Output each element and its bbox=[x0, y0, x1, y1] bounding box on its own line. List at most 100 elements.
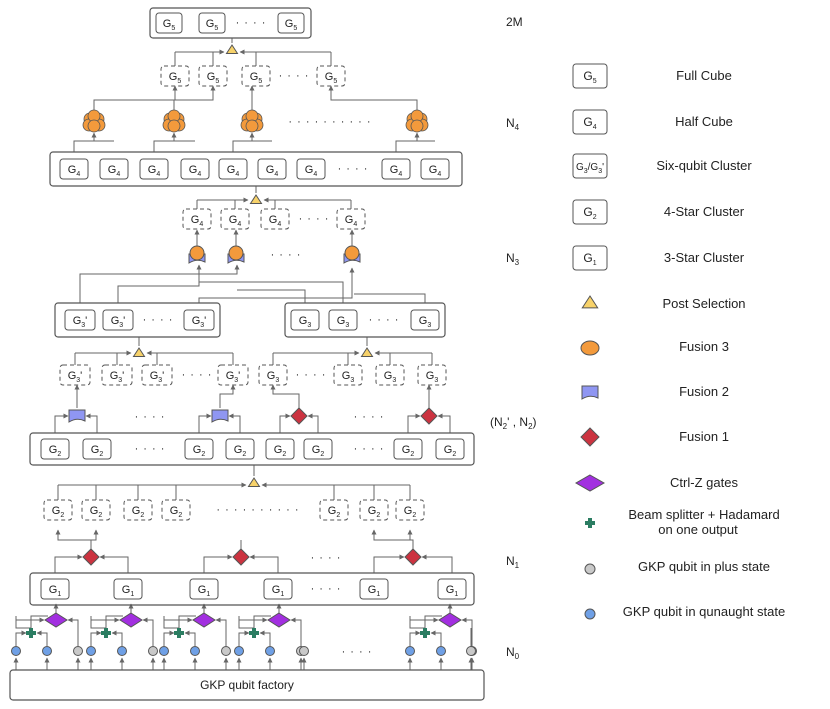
connector bbox=[153, 140, 195, 152]
legend-label-line2: on one output bbox=[658, 522, 738, 537]
gate-rect bbox=[572, 109, 608, 135]
gate-box: G3' bbox=[102, 309, 134, 331]
level-subscript: 0 bbox=[515, 652, 520, 661]
connector bbox=[111, 630, 123, 646]
gkp-factory-box bbox=[9, 669, 485, 701]
connector bbox=[328, 85, 418, 110]
connector bbox=[163, 616, 193, 623]
gate-letter: G bbox=[266, 164, 275, 176]
gate-label: G5 bbox=[583, 69, 596, 85]
ellipsis: · · · · bbox=[135, 411, 166, 423]
connector bbox=[30, 615, 48, 628]
ctrlz-gate-icon bbox=[574, 474, 606, 492]
connector bbox=[395, 140, 435, 152]
gate-subscript: 3 bbox=[81, 322, 85, 329]
connector bbox=[238, 616, 254, 629]
level-n0: N0 bbox=[506, 645, 520, 661]
ellipsis: · · · · bbox=[354, 443, 385, 455]
gate-subscript: 4 bbox=[437, 171, 441, 178]
legend-label: Post Selection bbox=[662, 296, 745, 311]
gate-rect bbox=[290, 309, 320, 331]
ctrlz-gate-icon bbox=[119, 612, 143, 628]
gate-dashed-rect bbox=[375, 364, 405, 386]
gate-letter: G bbox=[90, 505, 99, 517]
gate-box: G2 bbox=[82, 438, 112, 460]
legend-item-g3: G3/G3'Six-qubit Cluster bbox=[572, 153, 752, 179]
connector bbox=[424, 615, 442, 628]
gate-label: G2 bbox=[404, 505, 417, 519]
level-letter: N bbox=[506, 645, 515, 659]
g3-legend-box: G3/G3' bbox=[572, 153, 608, 179]
gate-box: G3 bbox=[410, 309, 440, 331]
post-selection-icon bbox=[225, 44, 239, 54]
gate-subscript: 4 bbox=[76, 171, 80, 178]
gate-label: G2 bbox=[170, 505, 183, 519]
gate-subscript: 2 bbox=[99, 451, 103, 458]
legend-label: Full Cube bbox=[676, 68, 732, 83]
ellipsis: · · · · bbox=[311, 583, 342, 595]
gate-subscript: 5 bbox=[258, 78, 262, 85]
gate-label: G5 bbox=[206, 18, 219, 32]
connector bbox=[90, 630, 102, 646]
gate-letter: G bbox=[192, 315, 201, 327]
gate-letter: G bbox=[68, 370, 77, 382]
level-n2-mid: ' , N bbox=[507, 415, 528, 429]
gate-dashed-rect bbox=[161, 499, 191, 521]
gate-label: G4 bbox=[68, 164, 81, 178]
gate-letter: G bbox=[426, 370, 435, 382]
gate-letter: G bbox=[402, 444, 411, 456]
beam-splitter-icon bbox=[26, 628, 36, 638]
gate-label: G2 bbox=[328, 505, 341, 519]
gate-subscript: 4 bbox=[277, 221, 281, 228]
gate-box: G2 bbox=[393, 438, 423, 460]
gate-label: G4 bbox=[189, 164, 202, 178]
gate-rect bbox=[184, 438, 214, 460]
gate-label: G3' bbox=[68, 370, 83, 384]
gate-letter: G bbox=[122, 584, 131, 596]
connector bbox=[270, 384, 300, 408]
gate-box: G4 bbox=[572, 109, 608, 135]
gkp-plus-qubit bbox=[299, 646, 309, 656]
gate-label: G4 bbox=[429, 164, 442, 178]
gate-subscript: 4 bbox=[199, 221, 203, 228]
gate-letter: G bbox=[234, 444, 243, 456]
connector bbox=[253, 615, 271, 628]
legend-label: Fusion 3 bbox=[679, 339, 729, 354]
gate-letter: G bbox=[345, 214, 354, 226]
gate-subscript: 1 bbox=[280, 591, 284, 598]
gate-letter: G bbox=[583, 251, 592, 265]
gkp-factory-label: GKP qubit factory bbox=[200, 678, 294, 692]
gate-rect bbox=[572, 63, 608, 89]
gate-box: G2 bbox=[303, 438, 333, 460]
gate-label: G2 bbox=[234, 444, 247, 458]
gate-box: G4 bbox=[59, 158, 89, 180]
ellipsis: · · · · bbox=[279, 70, 310, 82]
ellipsis: · · · · bbox=[338, 163, 369, 175]
beam-splitter-bar bbox=[588, 518, 592, 528]
gate-label: G4 bbox=[227, 164, 240, 178]
gate-letter: G bbox=[110, 370, 119, 382]
ctrlz-gate-icon bbox=[267, 612, 291, 628]
gate-subscript: 3 bbox=[76, 377, 80, 384]
gkp-qunaught-qubit bbox=[436, 646, 446, 656]
gate-subscript: 3 bbox=[427, 322, 431, 329]
beam-splitter-icon bbox=[101, 628, 111, 638]
connector bbox=[178, 615, 196, 628]
gate-rect bbox=[359, 578, 389, 600]
connector bbox=[237, 289, 306, 303]
ellipsis: · · · · bbox=[311, 552, 342, 564]
gate-label: G5 bbox=[285, 18, 298, 32]
gate-label: G3' bbox=[150, 370, 165, 384]
connector bbox=[79, 264, 240, 303]
gate-rect bbox=[572, 199, 608, 225]
post-selection-icon bbox=[132, 347, 146, 357]
gate-dashed-rect bbox=[141, 364, 173, 386]
gate-part: /G bbox=[588, 162, 599, 173]
ellipsis: · · · · bbox=[342, 646, 373, 658]
connector bbox=[117, 264, 202, 303]
ellipsis: · · · · bbox=[296, 369, 327, 381]
gate-letter: G bbox=[583, 205, 592, 219]
gate-box: G3' bbox=[141, 364, 173, 386]
gate-letter: G bbox=[384, 370, 393, 382]
